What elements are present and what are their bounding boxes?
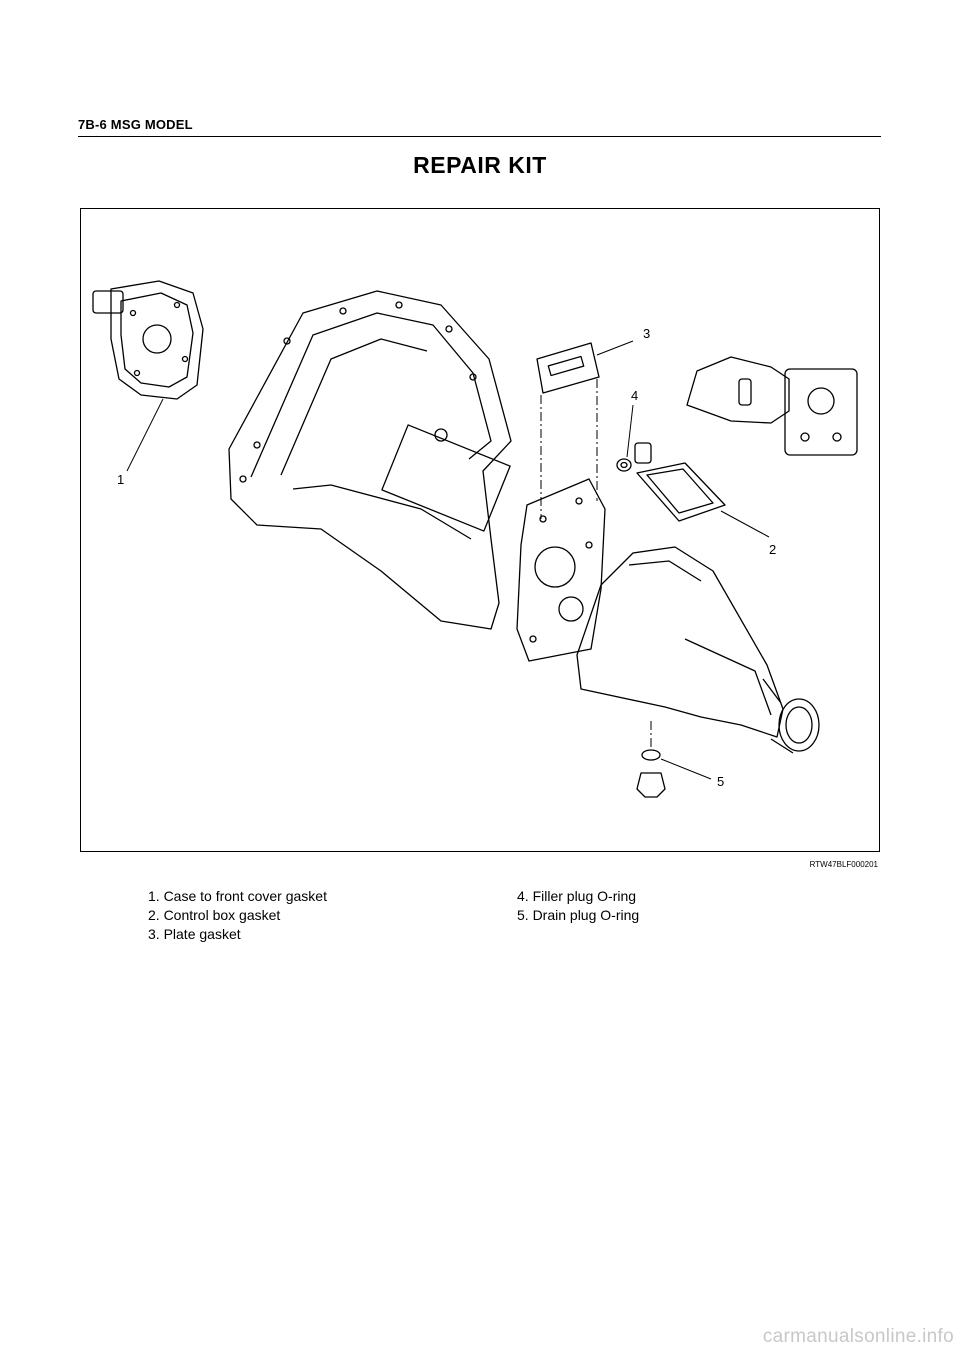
extension-housing-drawing [576,546,820,754]
legend-right: 4. Filler plug O-ring 5. Drain plug O-ri… [517,887,639,925]
legend-item: 1. Case to front cover gasket [148,888,327,904]
callout-2: 2 [769,542,777,557]
section-label: 7B-6 MSG MODEL [78,117,193,132]
figure-code: RTW47BLF000201 [809,860,878,869]
legend-item: 5. Drain plug O-ring [517,907,640,923]
page-title: REPAIR KIT [413,152,547,178]
legend-item: 4. Filler plug O-ring [517,888,637,904]
front-cover-gasket-drawing [92,280,204,400]
page-header: 7B-6 MSG MODEL [78,116,881,137]
legend-item: 2. Control box gasket [148,907,281,923]
exploded-view-figure: 1 2 3 4 5 [80,208,880,852]
callout-1: 1 [117,472,125,487]
control-box-drawing [686,356,858,456]
legend-left: 1. Case to front cover gasket 2. Control… [148,887,327,944]
drain-plug-drawing [636,749,666,798]
plate-gasket-drawing [536,342,600,394]
clutch-housing-drawing [228,290,512,630]
watermark-text: carmanualsonline.info [762,1326,954,1347]
callout-5: 5 [717,774,725,789]
legend-item: 3. Plate gasket [148,926,241,942]
intermediate-plate-drawing [516,478,606,662]
transmission-drawing [92,280,858,798]
callout-4: 4 [631,388,639,403]
callout-3: 3 [643,326,651,341]
control-box-gasket-drawing [636,462,726,522]
filler-plug-drawing [616,442,652,472]
